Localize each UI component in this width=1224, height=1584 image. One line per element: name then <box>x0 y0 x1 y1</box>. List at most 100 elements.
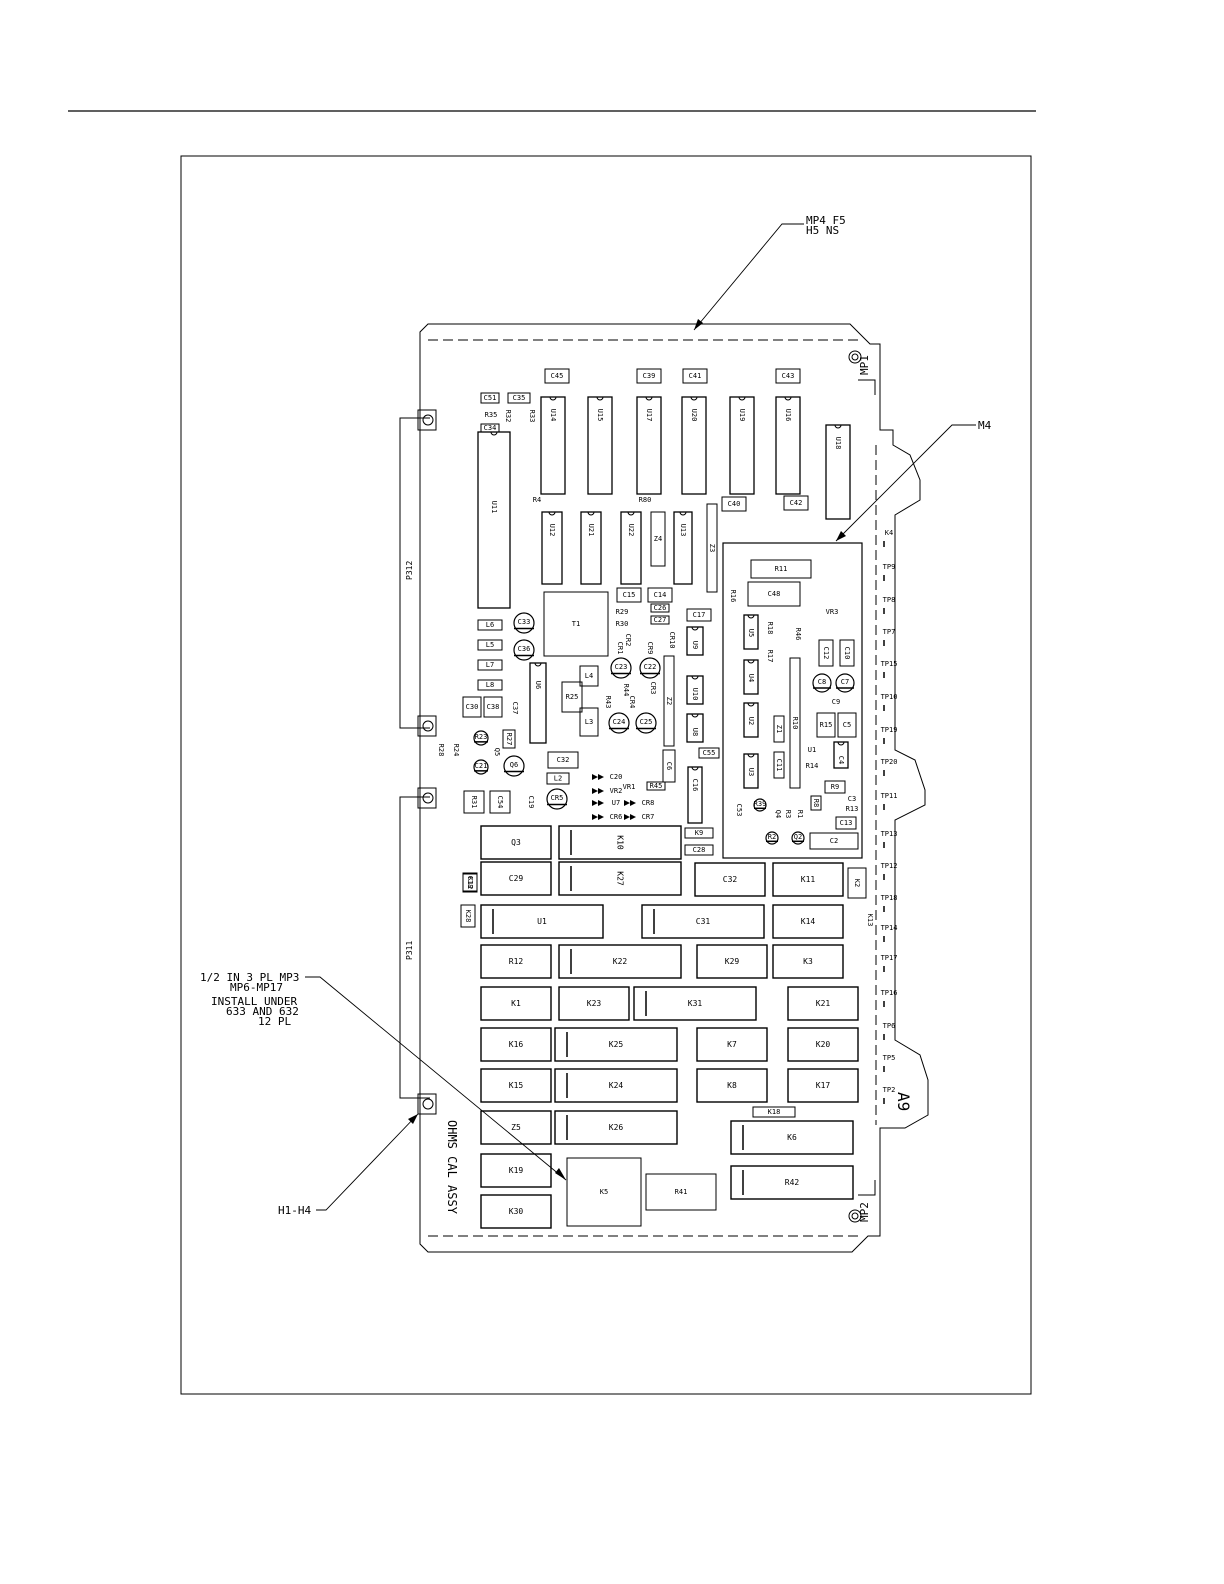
component-c16: C16 <box>687 766 703 824</box>
component-u11: U11 <box>477 431 511 609</box>
component-r27: R27 <box>502 729 516 749</box>
component-r17: R17 <box>766 650 774 663</box>
test-point-tp18: TP18 <box>881 894 897 912</box>
component-k6: K6 <box>730 1120 854 1155</box>
component-r18: R18 <box>766 622 774 635</box>
svg-text:C41: C41 <box>689 372 702 380</box>
component-k26: K26 <box>554 1110 678 1145</box>
svg-text:R10: R10 <box>791 717 799 730</box>
component-k17: K17 <box>787 1068 859 1103</box>
test-point-tp17: TP17 <box>881 954 897 972</box>
svg-text:C31: C31 <box>696 917 711 926</box>
svg-text:C16: C16 <box>691 779 699 792</box>
component-k27: K27 <box>558 861 682 896</box>
test-point-tp5: TP5 <box>883 1054 896 1072</box>
component-c31: C31 <box>641 904 765 939</box>
svg-text:C25: C25 <box>640 718 653 726</box>
component-k19: K19 <box>480 1153 552 1188</box>
component-r28: R28 <box>437 744 445 757</box>
component-l7: L7 <box>477 659 503 671</box>
component-c25: C25 <box>635 712 657 734</box>
svg-text:Z4: Z4 <box>654 535 662 543</box>
component-k13: K13 <box>866 914 874 927</box>
component-c45: C45 <box>544 368 570 384</box>
component-u18: U18 <box>825 424 851 520</box>
svg-text:CR5: CR5 <box>551 794 564 802</box>
component-c42: C42 <box>783 495 809 511</box>
svg-text:R30: R30 <box>616 620 629 628</box>
p312-label: P312 <box>405 561 414 580</box>
svg-text:TP8: TP8 <box>883 596 896 604</box>
svg-text:VR3: VR3 <box>826 608 839 616</box>
component-k9: K9 <box>684 827 714 839</box>
svg-text:C54: C54 <box>496 796 504 809</box>
svg-text:C7: C7 <box>841 678 849 686</box>
component-r23: R23 <box>473 730 489 746</box>
test-point-k4: K4 <box>883 529 893 547</box>
component-k8: K8 <box>696 1068 768 1103</box>
component-r16: R16 <box>729 590 737 603</box>
component-c14: C14 <box>647 587 673 603</box>
svg-text:R24: R24 <box>452 744 460 757</box>
callout-mp3-line5: 12 PL <box>258 1015 291 1028</box>
svg-text:R4: R4 <box>533 496 541 504</box>
svg-text:C26: C26 <box>654 604 667 612</box>
svg-text:U19: U19 <box>738 409 746 422</box>
svg-text:R13: R13 <box>846 805 859 813</box>
svg-text:TP16: TP16 <box>881 989 898 997</box>
component-u20: U20 <box>681 396 707 495</box>
svg-text:U9: U9 <box>691 641 699 649</box>
component-u14: U14 <box>540 396 566 495</box>
svg-text:K3: K3 <box>803 957 813 966</box>
test-point-tp2: TP2 <box>883 1086 895 1104</box>
svg-text:C40: C40 <box>728 500 741 508</box>
component-r14: R14 <box>806 762 819 770</box>
component-r2: R2 <box>765 831 779 845</box>
svg-text:CR8: CR8 <box>642 799 655 807</box>
svg-text:C39: C39 <box>643 372 656 380</box>
component-cr7: CR7 <box>624 813 654 821</box>
component-t1: T1 <box>543 591 609 657</box>
component-u5: U5 <box>743 614 759 650</box>
svg-text:C15: C15 <box>623 591 636 599</box>
component-cr8: CR8 <box>624 799 654 807</box>
component-r30: R30 <box>616 620 629 628</box>
svg-text:R3: R3 <box>784 810 792 818</box>
component-c26: C26 <box>650 603 670 613</box>
svg-text:C53: C53 <box>735 804 743 817</box>
test-point-tp7: TP7 <box>883 628 895 646</box>
component-c11: C11 <box>773 751 785 779</box>
svg-text:U4: U4 <box>747 674 755 682</box>
svg-text:C5: C5 <box>843 721 851 729</box>
svg-text:C32: C32 <box>723 875 738 884</box>
component-c34: C34 <box>480 423 500 433</box>
svg-text:R35: R35 <box>485 411 498 419</box>
component-c5: C5 <box>837 712 857 738</box>
test-point-tp14: TP14 <box>881 924 897 942</box>
component-k23: K23 <box>558 986 630 1021</box>
component-c6: C6 <box>662 749 676 783</box>
svg-text:L3: L3 <box>585 718 593 726</box>
svg-text:R17: R17 <box>766 650 774 663</box>
svg-text:K14: K14 <box>801 917 816 926</box>
component-c8: C8 <box>812 673 832 693</box>
component-cr3: CR3 <box>649 682 657 695</box>
mounting-holes <box>848 350 862 1223</box>
svg-text:TP5: TP5 <box>883 1054 896 1062</box>
component-r80: R80 <box>639 496 652 504</box>
svg-text:R16: R16 <box>729 590 737 603</box>
svg-text:Z3: Z3 <box>708 544 716 552</box>
svg-text:C12: C12 <box>822 647 830 660</box>
svg-text:T1: T1 <box>572 620 580 628</box>
svg-text:U10: U10 <box>691 688 699 701</box>
svg-text:K9: K9 <box>695 829 703 837</box>
svg-text:U8: U8 <box>691 728 699 736</box>
svg-text:R1: R1 <box>796 810 804 818</box>
svg-text:C38: C38 <box>487 703 500 711</box>
svg-text:K1: K1 <box>511 999 521 1008</box>
component-c28: C28 <box>684 844 714 856</box>
svg-text:R8: R8 <box>812 799 820 807</box>
component-q3: Q3 <box>480 825 552 860</box>
svg-text:C30: C30 <box>466 703 479 711</box>
svg-text:R11: R11 <box>775 565 788 573</box>
